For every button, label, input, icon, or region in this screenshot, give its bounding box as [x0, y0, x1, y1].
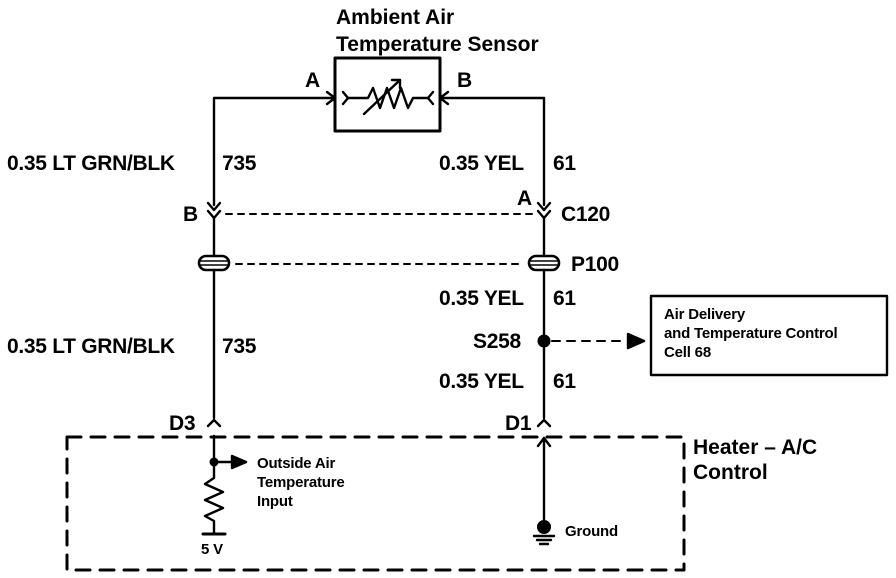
ground-up-arrow [536, 436, 552, 522]
splice-s258-label: S258 [473, 330, 521, 353]
right-connector-pin: A [517, 187, 532, 210]
right-wire-upper [438, 96, 546, 207]
reference-line1: Air Delivery [664, 306, 745, 323]
pullup-resistor [203, 460, 225, 536]
left-control-pin: D3 [169, 412, 196, 435]
left-lower-wire-color: 0.35 LT GRN/BLK [7, 335, 175, 358]
d3-chevron [206, 418, 222, 428]
thermistor-symbol [346, 86, 430, 110]
right-mid-wire-color: 0.35 YEL [439, 287, 524, 310]
connector-c120-label: C120 [561, 203, 611, 226]
left-lower-circuit: 735 [222, 335, 257, 358]
passthrough-left [197, 254, 231, 272]
sensor-pin-b: B [457, 69, 472, 92]
splice-arrow [626, 332, 646, 350]
input-arrow [230, 454, 248, 470]
passthrough-right [527, 254, 561, 272]
sensor-pin-a: A [305, 69, 320, 92]
left-connector-pin: B [183, 203, 198, 226]
d1-chevron [536, 418, 552, 428]
ground-label: Ground [565, 523, 618, 540]
left-upper-circuit: 735 [222, 152, 257, 175]
right-mid-circuit: 61 [553, 287, 576, 310]
reference-box [649, 294, 889, 377]
control-module-outline [65, 435, 686, 572]
control-name-line2: Control [693, 461, 768, 484]
sensor-box [333, 56, 442, 133]
ground-symbol [532, 534, 556, 546]
input-junction-dot [209, 457, 219, 467]
right-lower-wire-color: 0.35 YEL [439, 370, 524, 393]
control-name-line1: Heater – A/C [693, 436, 818, 459]
reference-line3: Cell 68 [664, 344, 711, 361]
left-wire-upper [212, 96, 337, 207]
right-upper-wire-color: 0.35 YEL [439, 152, 524, 175]
right-lower-circuit: 61 [553, 370, 576, 393]
right-upper-circuit: 61 [553, 152, 576, 175]
input-label-line1: Outside Air [257, 455, 336, 472]
passthrough-p100-label: P100 [571, 253, 619, 276]
input-label-line2: Temperature [257, 474, 345, 491]
right-control-pin: D1 [505, 412, 532, 435]
pin-a-arrow [325, 90, 337, 106]
left-upper-wire-color: 0.35 LT GRN/BLK [7, 152, 175, 175]
input-label-line3: Input [257, 493, 293, 510]
pin-b-arrow [438, 90, 450, 106]
sensor-title-line1: Ambient Air [336, 6, 455, 29]
supply-5v-label: 5 V [201, 541, 223, 558]
splice-s258-dot [537, 334, 551, 348]
ground-node-dot [537, 520, 551, 534]
thermistor-arrow [362, 78, 402, 116]
reference-line2: and Temperature Control [664, 325, 838, 342]
sensor-title-line2: Temperature Sensor [336, 33, 539, 56]
